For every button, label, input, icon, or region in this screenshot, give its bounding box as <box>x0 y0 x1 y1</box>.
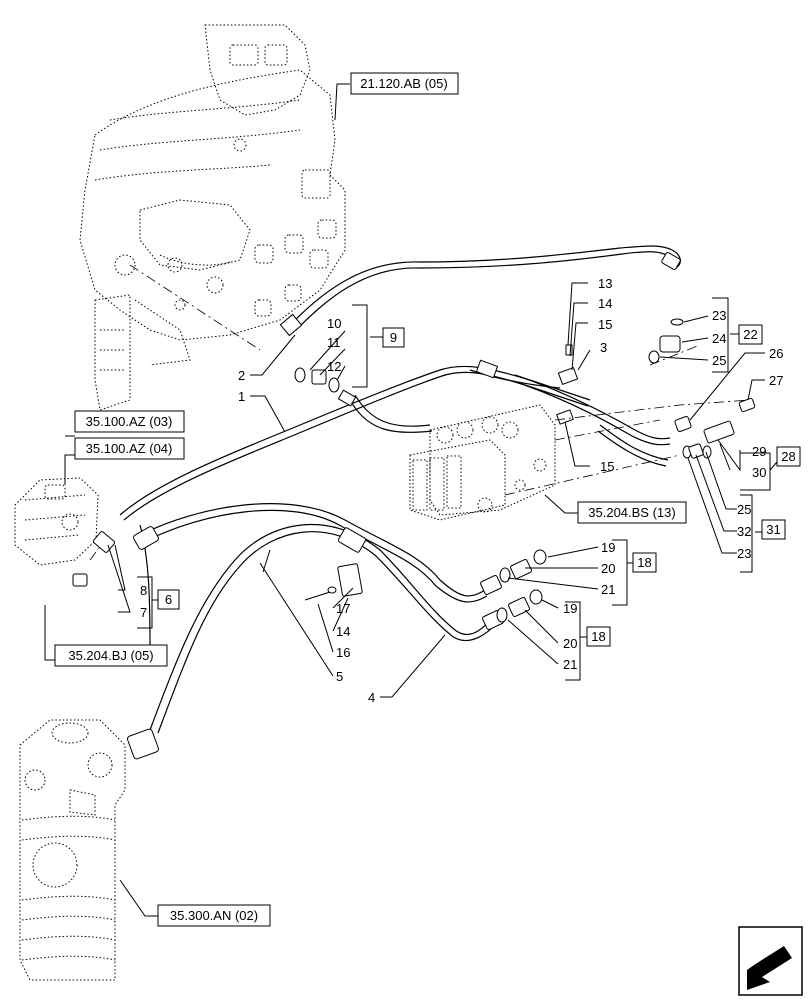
callout-19a: 19 <box>601 540 615 555</box>
callout-26: 26 <box>769 346 783 361</box>
callout-17: 17 <box>336 601 350 616</box>
callout-23b: 23 <box>737 546 751 561</box>
callout-10: 10 <box>327 316 341 331</box>
group-6-label: 6 <box>165 592 172 607</box>
group-31-box[interactable]: 31 <box>761 519 786 540</box>
group-18b-box[interactable]: 18 <box>586 626 611 647</box>
ref-35100-03-label: 35.100.AZ (03) <box>86 414 173 429</box>
ref-35300-box[interactable]: 35.300.AN (02) <box>157 904 271 927</box>
group-9-box[interactable]: 9 <box>382 327 405 348</box>
group-28-box[interactable]: 28 <box>776 446 801 467</box>
callout-numbers: 2 1 10 11 12 13 14 15 3 15 23 24 25 26 2… <box>140 276 783 705</box>
group-28-label: 28 <box>781 449 795 464</box>
group-18b-label: 18 <box>591 629 605 644</box>
reference-boxes: 21.120.AB (05) 35.100.AZ (03) 35.100.AZ … <box>54 72 687 927</box>
group-31-label: 31 <box>766 522 780 537</box>
callout-15a: 15 <box>598 317 612 332</box>
ref-35100-04-box[interactable]: 35.100.AZ (04) <box>74 437 185 460</box>
callout-32: 32 <box>737 524 751 539</box>
small-parts <box>294 318 756 623</box>
group-22-box[interactable]: 22 <box>738 324 763 345</box>
ref-35204bs-label: 35.204.BS (13) <box>588 505 675 520</box>
navigation-arrow-icon[interactable] <box>738 926 803 996</box>
callout-7: 7 <box>140 605 147 620</box>
callout-20a: 20 <box>601 561 615 576</box>
callout-5: 5 <box>336 669 343 684</box>
callout-11: 11 <box>327 335 341 350</box>
hoses <box>72 245 681 760</box>
callout-8: 8 <box>140 583 147 598</box>
callout-21b: 21 <box>563 657 577 672</box>
ref-35204bj-box[interactable]: 35.204.BJ (05) <box>54 644 168 667</box>
callout-15b: 15 <box>600 459 614 474</box>
callout-27: 27 <box>769 373 783 388</box>
ref-35204bj-label: 35.204.BJ (05) <box>68 648 153 663</box>
ref-35100-03-box[interactable]: 35.100.AZ (03) <box>74 410 185 433</box>
callout-14b: 14 <box>336 624 350 639</box>
filter-canister <box>19 719 126 981</box>
callout-12: 12 <box>327 359 341 374</box>
callout-16: 16 <box>336 645 350 660</box>
callout-23a: 23 <box>712 308 726 323</box>
group-6-box[interactable]: 6 <box>157 589 180 610</box>
callout-3: 3 <box>600 340 607 355</box>
ref-21120-label: 21.120.AB (05) <box>360 76 447 91</box>
ref-35300-label: 35.300.AN (02) <box>170 908 258 923</box>
callout-4: 4 <box>368 690 375 705</box>
ref-35204bs-box[interactable]: 35.204.BS (13) <box>577 501 687 524</box>
callout-19b: 19 <box>563 601 577 616</box>
callout-25b: 25 <box>737 502 751 517</box>
callout-21a: 21 <box>601 582 615 597</box>
callout-29: 29 <box>752 444 766 459</box>
transmission-housing <box>79 24 346 411</box>
callout-1: 1 <box>238 389 245 404</box>
callout-25a: 25 <box>712 353 726 368</box>
callout-13: 13 <box>598 276 612 291</box>
callout-14a: 14 <box>598 296 612 311</box>
callout-24: 24 <box>712 331 726 346</box>
ref-35100-04-label: 35.100.AZ (04) <box>86 441 173 456</box>
callout-30: 30 <box>752 465 766 480</box>
group-boxes: 9 22 28 31 18 18 6 <box>157 324 801 647</box>
group-18a-label: 18 <box>637 555 651 570</box>
ref-21120-box[interactable]: 21.120.AB (05) <box>350 72 459 95</box>
leader-lines <box>44 83 778 917</box>
group-9-label: 9 <box>390 330 397 345</box>
callout-2: 2 <box>238 368 245 383</box>
callout-20b: 20 <box>563 636 577 651</box>
group-22-label: 22 <box>743 327 757 342</box>
centerlines <box>89 264 751 561</box>
control-valve-block <box>409 404 574 521</box>
group-18a-box[interactable]: 18 <box>632 552 657 573</box>
pump-unit <box>14 477 99 566</box>
